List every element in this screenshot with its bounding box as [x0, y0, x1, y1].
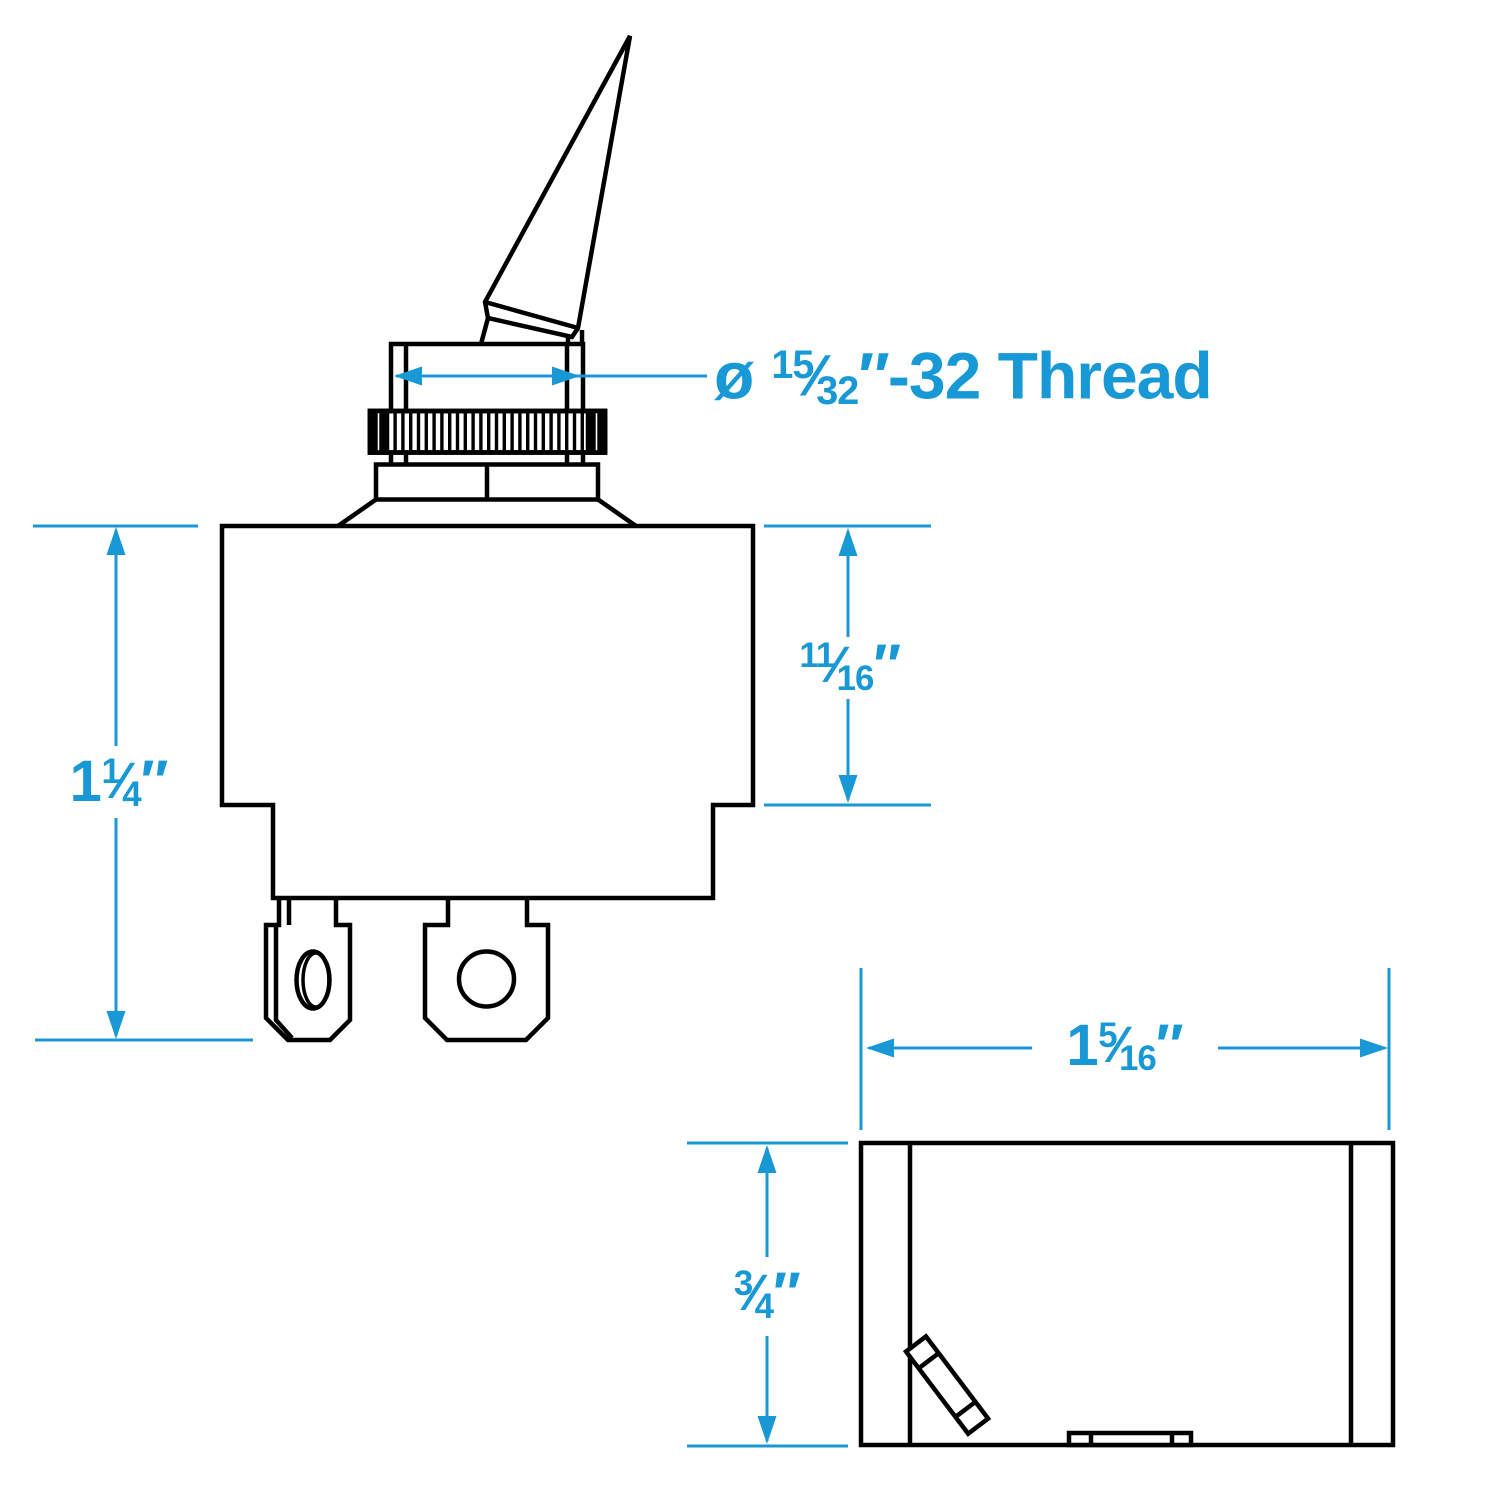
arrow-left-icon — [866, 1038, 894, 1058]
dim-label-upper-height: 11⁄16″ — [799, 633, 901, 699]
arrow-up-icon — [757, 1145, 777, 1173]
mounting-collar — [336, 462, 638, 528]
arrow-down-icon — [838, 775, 858, 803]
dim-side-width-lines — [859, 968, 1391, 1130]
arrow-right-icon — [1360, 1038, 1388, 1058]
side-lever — [902, 1333, 992, 1437]
switch-body — [219, 523, 756, 901]
knurled-nut — [367, 408, 608, 455]
dim-label-thread: ø 15⁄32″-32 Thread — [714, 338, 1213, 413]
arrow-right-icon — [552, 366, 580, 386]
dimension-arrowheads — [106, 366, 1388, 1444]
arrow-down-icon — [757, 1416, 777, 1444]
dim-label-side-height: 3⁄4″ — [733, 1261, 801, 1327]
arrow-down-icon — [106, 1011, 126, 1039]
dim-label-front-height: 11⁄4″ — [69, 749, 169, 815]
dim-label-side-width: 15⁄16″ — [1066, 1013, 1183, 1079]
terminal-left — [263, 898, 353, 1043]
arrow-up-icon — [106, 527, 126, 555]
side-tab — [1066, 1430, 1194, 1448]
arrow-up-icon — [838, 528, 858, 556]
terminal-right — [422, 898, 551, 1043]
dim-front-height-lines — [33, 524, 253, 1042]
toggle-lever — [478, 34, 633, 345]
arrow-left-icon — [394, 366, 422, 386]
